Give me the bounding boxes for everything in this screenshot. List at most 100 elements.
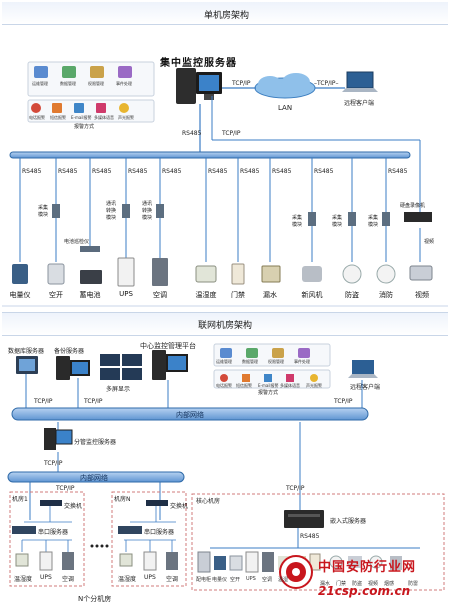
tool-label-2: 数据管理 (242, 359, 258, 364)
tool-label: 数据管理 (60, 81, 76, 86)
room1-box (9, 491, 85, 587)
tcpip-label: TCP/IP (34, 398, 53, 405)
alarm-label: 声光报警 (118, 115, 134, 120)
section2-title: 联网机房架构 (198, 321, 253, 331)
device-label: 漏水 (263, 291, 277, 299)
bus-label: RS485 (314, 168, 334, 175)
db-server-icon (16, 356, 38, 374)
alarm-caption: 报警方式 (74, 124, 95, 130)
alarm-label: 电话报警 (29, 115, 45, 120)
room-device-icons (15, 551, 178, 571)
tcpip-label: TCP/IP (84, 398, 103, 405)
dvr-label: 硬盘录像机 (400, 203, 426, 209)
switch-icons (40, 500, 168, 506)
switch-label: 交换机 (64, 503, 83, 510)
device-label: 温湿度 (195, 291, 217, 299)
watermark-seal (279, 555, 313, 589)
room-device-label: UPS (40, 574, 52, 581)
tool-label: 运维管理 (32, 81, 48, 86)
watermark-name: 中国安防行业网 (318, 560, 417, 575)
core-device-label: 温湿 (278, 577, 289, 583)
device-label: 防盗 (345, 291, 359, 299)
n-rooms-label: N个分机房 (78, 595, 112, 603)
core-room-label: 核心机房 (196, 498, 221, 505)
device-label: 消防 (379, 291, 393, 299)
device-label: 空开 (49, 291, 63, 299)
section1-header (2, 2, 448, 25)
core-device-label: 空调 (262, 577, 273, 583)
bus-label: RS485 (128, 168, 148, 175)
device-label: 电量仪 (9, 291, 31, 299)
alarm-label-2: 声光报警 (306, 383, 322, 388)
bus-label: RS485 (162, 168, 182, 175)
lan-cloud-icon (254, 73, 316, 99)
room-device-label: 空调 (166, 576, 179, 583)
branch-server-label: 分管监控服务器 (74, 439, 117, 446)
backup-server-label: 备份服务器 (54, 348, 85, 355)
tcpip-label: TCP/IP (56, 485, 75, 492)
collection-modules (52, 204, 390, 226)
alarm-label-2: 短信报警 (236, 383, 252, 388)
core-room-box (191, 493, 445, 591)
battery-meter-label: 电池巡检仪 (64, 239, 90, 245)
remote-laptop-icon-2 (348, 360, 378, 378)
room-device-label: 空调 (62, 576, 75, 583)
tcpip-label: TCP/IP (286, 485, 305, 492)
backup-server-icon (56, 356, 90, 380)
db-server-label: 数据库服务器 (8, 348, 45, 355)
bus-label: RS485 (240, 168, 260, 175)
module-label: 采集 模块 (292, 215, 303, 228)
video-in-label: 视频 (424, 239, 435, 245)
tool-label: 权限管理 (88, 81, 104, 86)
bus-drops (19, 158, 421, 262)
core-device-label: 配电柜 (196, 577, 212, 583)
module-label: 通讯 转换 模块 (106, 201, 117, 221)
battery-meter-icon (80, 246, 100, 252)
alarm-label-2: 电话报警 (216, 383, 232, 388)
alarm-label: 多媒体语音 (94, 115, 114, 120)
platform-label: 中心监控管理平台 (140, 342, 196, 350)
core-device-label: UPS (246, 576, 256, 582)
remote-laptop-icon (342, 71, 378, 92)
bus-label: RS485 (208, 168, 228, 175)
tool-icons-2 (220, 348, 318, 382)
branch-server-icon (44, 428, 73, 450)
section1-title: 单机房架构 (204, 11, 250, 21)
tcpip-label-a: TCP/IP (232, 80, 251, 87)
bus-label: RS485 (272, 168, 292, 175)
tcpip-label: TCP/IP (44, 460, 63, 467)
core-device-label: 漏水 (320, 581, 331, 587)
core-device-label: 电量仪 (212, 577, 228, 583)
more-rooms-dots (90, 544, 109, 548)
module-label: 采集 模块 (38, 205, 49, 218)
serial-server-label: 串口服务器 (38, 529, 69, 536)
dvr-icon (404, 212, 432, 222)
rs485-main-label: RS485 (182, 130, 202, 137)
core-device-label: 防雷 (408, 581, 419, 587)
watermark-url: 21csp.com.cn (318, 584, 411, 598)
roomN-label: 机房N (114, 496, 131, 503)
serial-server-icons (12, 526, 142, 534)
multi-display-label: 多屏显示 (106, 386, 131, 393)
device-label: 视频 (415, 291, 429, 299)
bus-label: RS485 (92, 168, 112, 175)
tool-label-2: 运维管理 (216, 359, 232, 364)
alarm-label-2: 多媒体语音 (280, 383, 300, 388)
alarm-icons (31, 103, 129, 113)
local-net-label: 内部网络 (80, 474, 108, 482)
room-device-label: UPS (144, 574, 156, 581)
module-label: 采集 模块 (332, 215, 343, 228)
rs485-bus (9, 151, 411, 159)
platform-server-icon (152, 350, 188, 380)
device-label: 新风机 (301, 291, 323, 299)
room-device-label: 温湿度 (118, 576, 137, 583)
section2-header (2, 312, 448, 336)
alarm-label: 短信报警 (50, 115, 66, 120)
core-device-label: 视频 (368, 581, 379, 587)
core-device-label: 烟感 (384, 581, 395, 587)
central-server-icon (176, 68, 222, 104)
server-title: 集中监控服务器 (160, 58, 237, 69)
intranet-bus (11, 407, 369, 421)
